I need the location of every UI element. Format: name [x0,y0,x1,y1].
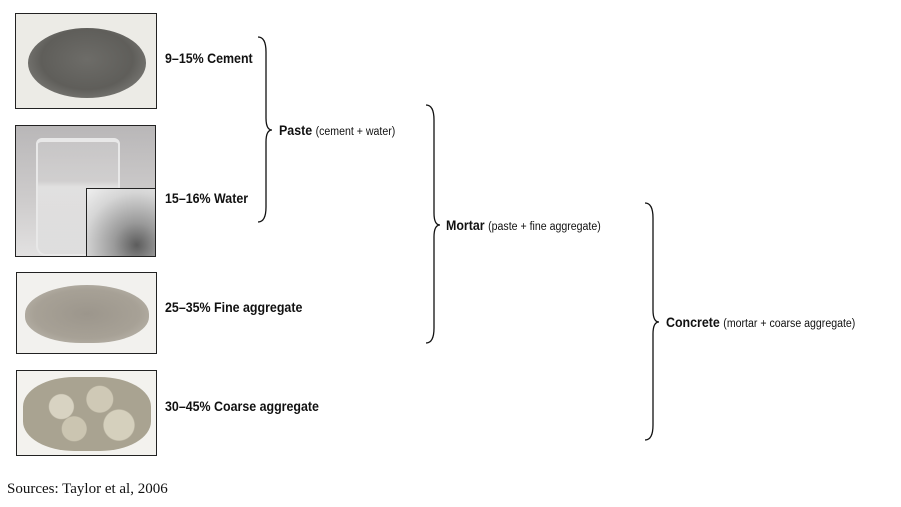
water-label: 15–16% Water [165,191,249,206]
coarse-aggregate-photo [16,370,157,456]
paste-group: Paste (cement + water) [279,123,395,138]
paste-name: Paste [279,123,313,138]
mortar-group: Mortar (paste + fine aggregate) [446,218,601,233]
cement-label: 9–15% Cement [165,51,253,66]
mortar-name: Mortar [446,218,485,233]
concrete-detail: (mortar + coarse aggregate) [723,318,856,330]
mortar-detail: (paste + fine aggregate) [488,221,601,233]
fine-aggregate-photo [16,272,157,354]
concrete-group: Concrete (mortar + coarse aggregate) [666,315,855,330]
mortar-brace [425,104,441,344]
concrete-brace [644,202,660,441]
paste-brace [257,36,273,223]
coarse-aggregate-label: 30–45% Coarse aggregate [165,399,319,414]
fine-aggregate-label: 25–35% Fine aggregate [165,300,303,315]
paste-detail: (cement + water) [315,126,396,138]
concrete-name: Concrete [666,315,720,330]
source-citation: Sources: Taylor et al, 2006 [7,481,168,497]
water-photo [15,125,156,257]
cement-photo [15,13,157,109]
